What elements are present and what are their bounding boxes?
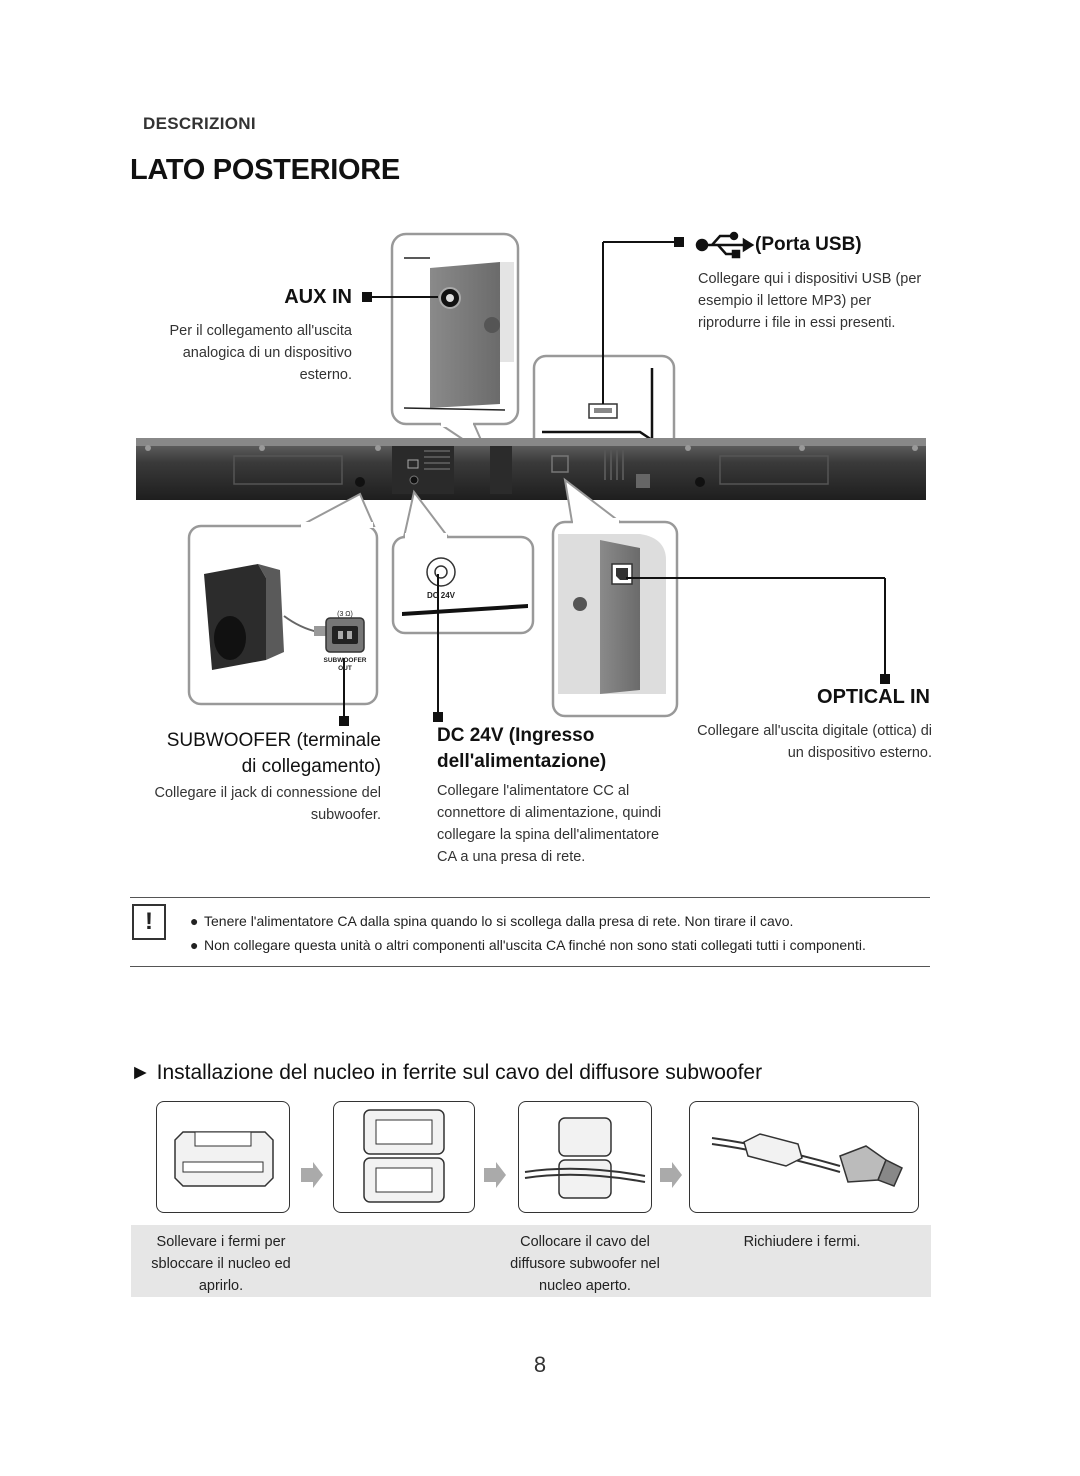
arrow-right-icon xyxy=(301,1162,323,1188)
callout-markers xyxy=(339,237,890,726)
subwoofer-zoom-box xyxy=(187,492,379,706)
dc-port-label: DC 24V xyxy=(427,591,456,600)
usb-icon xyxy=(695,231,755,259)
caution-icon: ! xyxy=(132,904,166,940)
page-number: 8 xyxy=(533,1352,547,1377)
caption-step-3: Collocare il cavo del diffusore subwoofe… xyxy=(510,1234,660,1294)
dc-input-title: DC 24V (Ingresso dell'alimentazione) xyxy=(437,725,607,772)
rear-panel-illustration: DC 24V (3 Ω) SUBWOOFER OUT xyxy=(136,231,926,726)
ferrite-captions: Sollevare i fermi per sbloccare il nucle… xyxy=(131,1225,931,1297)
caption-step-4: Richiudere i fermi. xyxy=(743,1234,861,1250)
usb-port-title: (Porta USB) xyxy=(755,234,862,255)
optical-in-title: OPTICAL IN xyxy=(817,686,930,708)
subwoofer-title: SUBWOOFER (terminale di collegamento) xyxy=(166,730,381,777)
arrow-right-icon xyxy=(484,1162,506,1188)
aux-in-title: AUX IN xyxy=(284,286,352,308)
ferrite-step-2-image xyxy=(333,1101,475,1213)
subwoofer-description: Collegare il jack di connessione del sub… xyxy=(154,785,382,823)
soundbar-body xyxy=(136,438,926,500)
subwoofer-out-label-2: OUT xyxy=(338,665,352,672)
page-title: LATO POSTERIORE xyxy=(130,154,400,186)
aux-in-description: Per il collegamento all'uscita analogica… xyxy=(169,323,353,383)
dc-input-description: Collegare l'alimentatore CC al connettor… xyxy=(437,783,662,865)
usb-port-description: Collegare qui i dispositivi USB (per ese… xyxy=(698,271,922,331)
optical-zoom-box xyxy=(551,477,679,718)
callout-lines xyxy=(343,241,886,718)
caution-notes: ! ●Tenere l'alimentatore CA dalla spina … xyxy=(130,897,930,967)
arrow-right-icon xyxy=(660,1162,682,1188)
caution-note-2: ●Non collegare questa unità o altri comp… xyxy=(190,937,866,953)
ferrite-step-1-image xyxy=(156,1101,290,1213)
subwoofer-out-label-1: SUBWOOFER xyxy=(324,657,367,664)
caution-note-1: ●Tenere l'alimentatore CA dalla spina qu… xyxy=(190,913,794,929)
triangle-bullet-icon: ► xyxy=(130,1061,151,1084)
aux-zoom-box xyxy=(390,232,520,459)
caption-step-1: Sollevare i fermi per sbloccare il nucle… xyxy=(151,1234,291,1294)
ohm-label: (3 Ω) xyxy=(337,611,353,618)
ferrite-step-3-image xyxy=(518,1101,652,1213)
ferrite-section-title: ► Installazione del nucleo in ferrite su… xyxy=(130,1061,763,1084)
dc-zoom-box xyxy=(391,489,535,635)
ferrite-step-4-image xyxy=(689,1101,919,1213)
optical-in-description: Collegare all'uscita digitale (ottica) d… xyxy=(697,723,932,761)
section-label: DESCRIZIONI xyxy=(143,114,256,133)
